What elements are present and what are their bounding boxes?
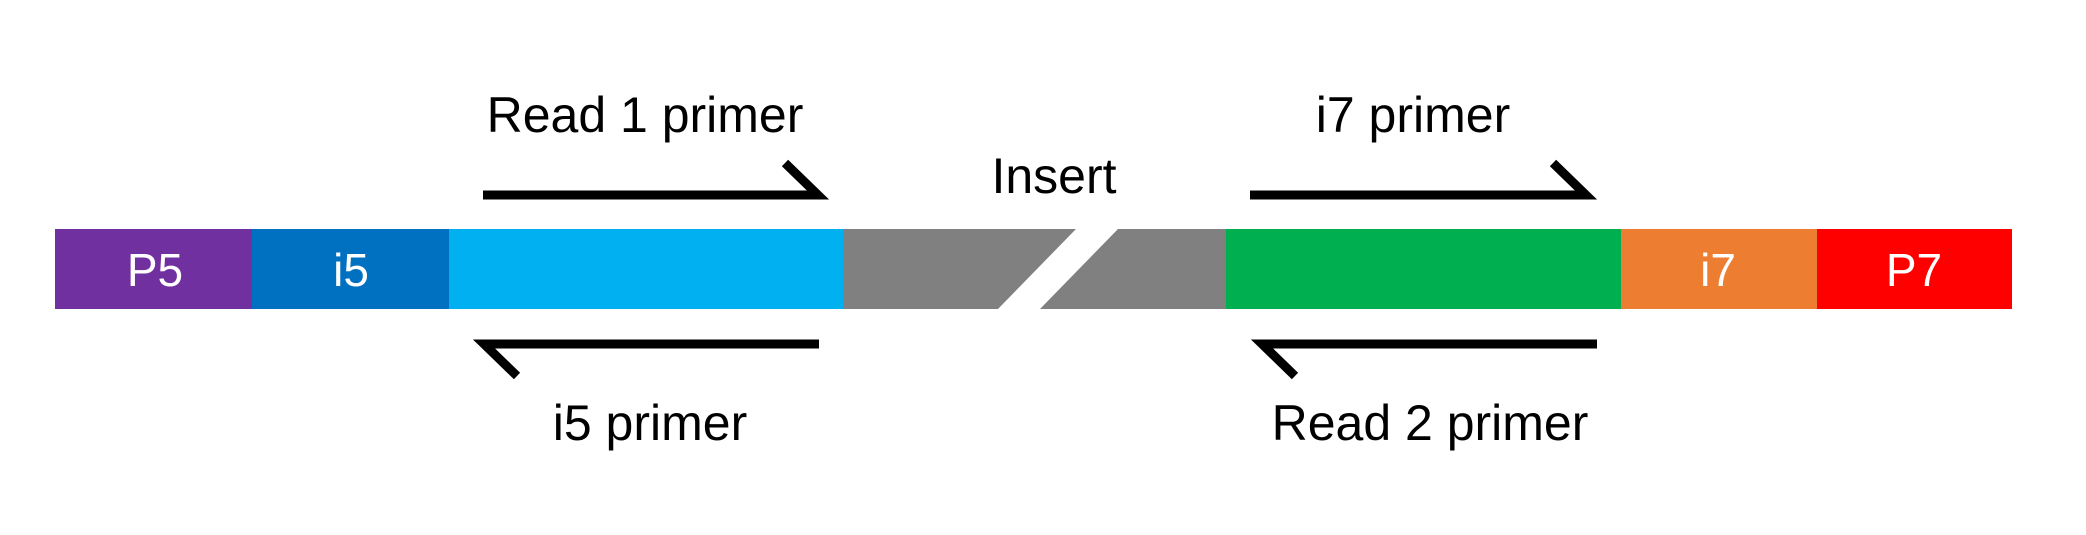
segment-i7-label: i7 xyxy=(1700,244,1736,296)
segment-read2 xyxy=(1226,229,1622,309)
read2-primer-arrow xyxy=(1250,339,1597,380)
read2-primer-label: Read 2 primer xyxy=(1272,395,1589,451)
segment-p7 xyxy=(1817,229,2012,309)
i5-primer-label: i5 primer xyxy=(553,395,747,451)
i7-primer-label: i7 primer xyxy=(1316,87,1510,143)
read1-primer-label: Read 1 primer xyxy=(487,87,804,143)
i5-primer-arrow xyxy=(472,339,819,380)
i7-primer-arrow xyxy=(1250,159,1598,200)
segment-insert-right xyxy=(1040,229,1227,309)
segment-insert-left xyxy=(843,229,1076,309)
segment-p7-label: P7 xyxy=(1886,244,1942,296)
segment-i5-label: i5 xyxy=(333,244,369,296)
library-strand xyxy=(55,229,2012,309)
insert-label: Insert xyxy=(991,148,1116,204)
read1-primer-arrow xyxy=(483,159,830,200)
segment-p5 xyxy=(55,229,253,309)
segment-p5-label: P5 xyxy=(127,244,183,296)
segment-read1 xyxy=(449,229,844,309)
segment-i5 xyxy=(252,229,450,309)
segment-i7 xyxy=(1621,229,1818,309)
